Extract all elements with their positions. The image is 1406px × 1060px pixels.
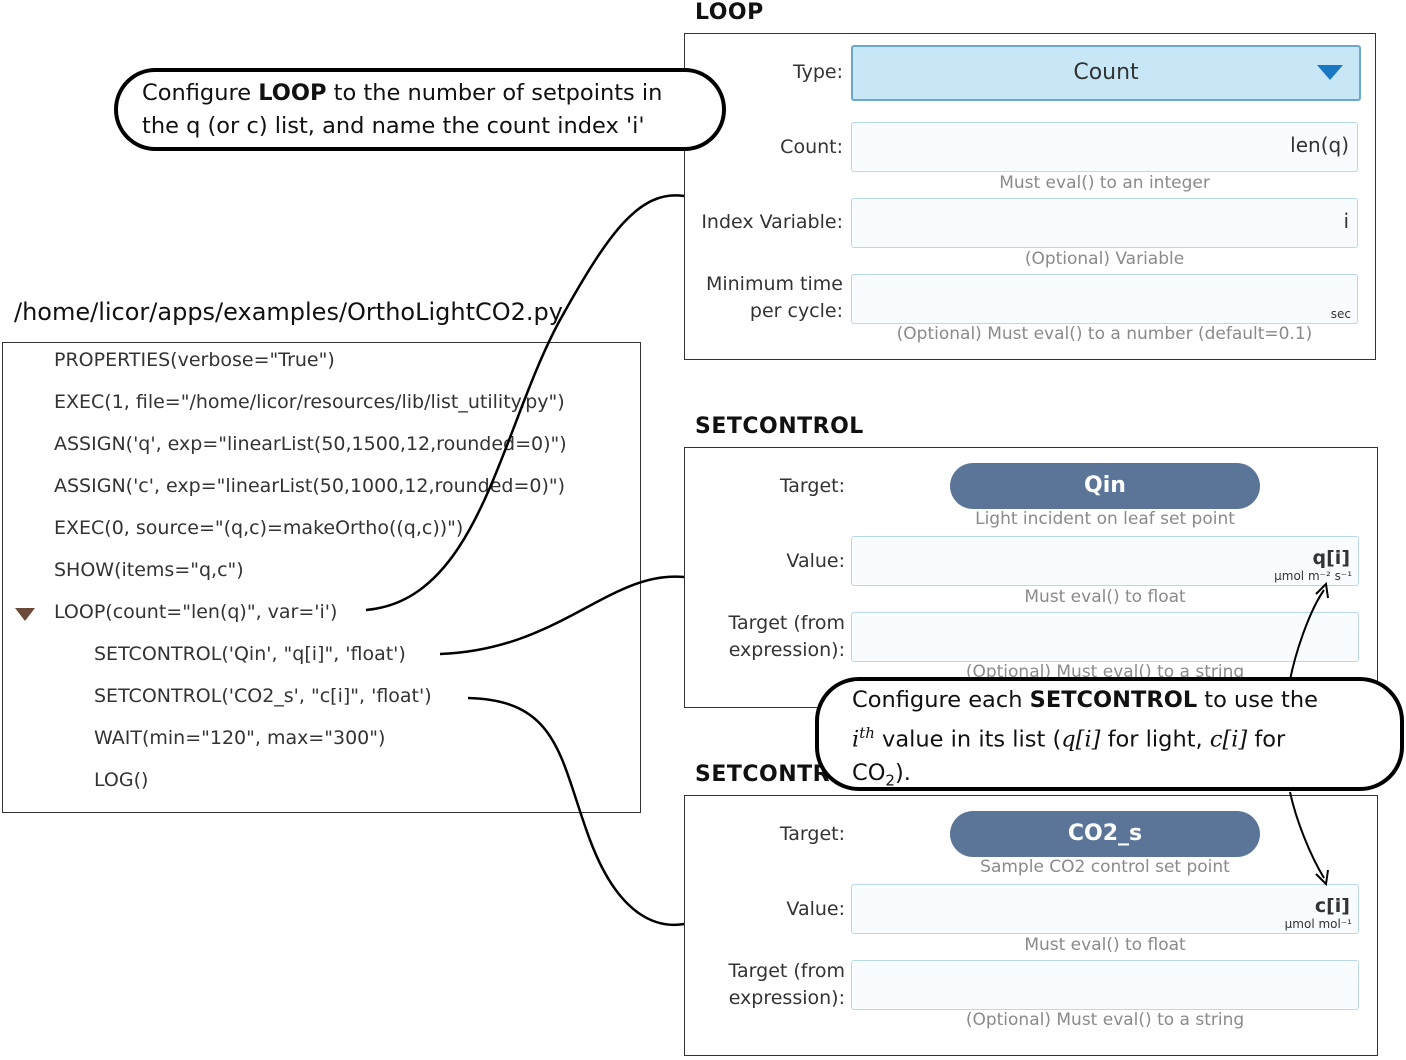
value-field[interactable]: c[i] μmol mol⁻¹ xyxy=(851,884,1359,934)
type-dropdown-value: Count xyxy=(1073,60,1139,85)
target-label: Target: xyxy=(779,475,845,497)
target-co2s-button[interactable]: CO2_s xyxy=(950,811,1260,857)
program-line-setcontrol-co2s[interactable]: SETCONTROL('CO2_s', "c[i]", 'float') xyxy=(94,685,432,707)
min-time-label-line1: Minimum time xyxy=(705,273,843,295)
value-text: q[i] xyxy=(1312,547,1350,569)
program-line[interactable]: WAIT(min="120", max="300") xyxy=(94,727,386,749)
program-line[interactable]: EXEC(1, file="/home/licor/resources/lib/… xyxy=(54,391,565,413)
program-line-setcontrol-qin[interactable]: SETCONTROL('Qin', "q[i]", 'float') xyxy=(94,643,406,665)
value-text: c[i] xyxy=(1314,895,1350,917)
callout-setcontrol: Configure each SETCONTROL to use the ith… xyxy=(815,677,1404,791)
value-label: Value: xyxy=(786,898,845,920)
loop-panel: Type: Count Count: len(q) Must eval() to… xyxy=(684,33,1376,360)
connector-loop xyxy=(365,194,685,612)
arrow-to-ci xyxy=(1289,791,1325,879)
program-line[interactable]: PROPERTIES(verbose="True") xyxy=(54,349,335,371)
value-unit: μmol m⁻² s⁻¹ xyxy=(1274,569,1352,583)
program-line-loop[interactable]: LOOP(count="len(q)", var='i') xyxy=(54,601,338,623)
index-variable-field[interactable]: i xyxy=(851,198,1358,248)
setcontrol2-section-title: SETCONTR xyxy=(695,762,831,787)
arrow-to-qi xyxy=(1289,589,1325,681)
target-label: Target: xyxy=(779,823,845,845)
setcontrol1-section-title: SETCONTROL xyxy=(695,414,864,439)
index-variable-value: i xyxy=(1343,209,1349,233)
arrowhead-ci xyxy=(1315,869,1329,887)
chevron-down-icon xyxy=(1317,65,1343,80)
count-hint: Must eval() to an integer xyxy=(999,173,1210,193)
target-expr-label-line1: Target (from xyxy=(728,960,845,982)
count-value: len(q) xyxy=(1290,133,1349,157)
index-variable-label: Index Variable: xyxy=(701,211,843,233)
program-line[interactable]: LOG() xyxy=(94,769,149,791)
type-dropdown[interactable]: Count xyxy=(851,45,1361,101)
program-line[interactable]: EXEC(0, source="(q,c)=makeOrtho((q,c))") xyxy=(54,517,464,539)
target-description: Light incident on leaf set point xyxy=(975,509,1235,529)
min-time-field[interactable]: sec xyxy=(851,274,1358,324)
target-qin-button[interactable]: Qin xyxy=(950,463,1260,509)
target-expr-field[interactable] xyxy=(851,960,1359,1010)
setcontrol2-panel: Target: CO2_s Sample CO2 control set poi… xyxy=(684,795,1378,1056)
program-file-path: /home/licor/apps/examples/OrthoLightCO2.… xyxy=(14,298,563,326)
value-label: Value: xyxy=(786,550,845,572)
loop-section-title: LOOP xyxy=(695,0,764,25)
target-expr-hint: (Optional) Must eval() to a string xyxy=(965,1010,1245,1030)
value-hint: Must eval() to float xyxy=(1024,587,1186,607)
target-expr-label-line1: Target (from xyxy=(728,612,845,634)
program-listing: PROPERTIES(verbose="True") EXEC(1, file=… xyxy=(2,342,641,813)
program-line[interactable]: SHOW(items="q,c") xyxy=(54,559,244,581)
connector-setcontrol-co2s xyxy=(467,696,685,927)
count-field[interactable]: len(q) xyxy=(851,122,1358,172)
min-time-unit: sec xyxy=(1330,307,1351,321)
value-unit: μmol mol⁻¹ xyxy=(1284,917,1352,931)
target-description: Sample CO2 control set point xyxy=(980,857,1230,877)
value-hint: Must eval() to float xyxy=(1024,935,1186,955)
arrowhead-qi xyxy=(1315,581,1329,599)
target-expr-label-line2: expression): xyxy=(728,639,845,661)
type-label: Type: xyxy=(792,61,843,83)
program-line[interactable]: ASSIGN('q', exp="linearList(50,1500,12,r… xyxy=(54,433,567,455)
collapse-triangle-icon[interactable] xyxy=(15,608,35,621)
value-field[interactable]: q[i] μmol m⁻² s⁻¹ xyxy=(851,536,1359,586)
program-line[interactable]: ASSIGN('c', exp="linearList(50,1000,12,r… xyxy=(54,475,566,497)
connector-setcontrol-qin xyxy=(439,575,685,656)
index-variable-hint: (Optional) Variable xyxy=(1024,249,1185,269)
min-time-label-line2: per cycle: xyxy=(749,300,843,322)
target-expr-field[interactable] xyxy=(851,612,1359,662)
callout-loop: Configure LOOP to the number of setpoint… xyxy=(114,68,726,151)
count-label: Count: xyxy=(780,136,843,158)
target-expr-label-line2: expression): xyxy=(728,987,845,1009)
min-time-hint: (Optional) Must eval() to a number (defa… xyxy=(896,324,1313,344)
